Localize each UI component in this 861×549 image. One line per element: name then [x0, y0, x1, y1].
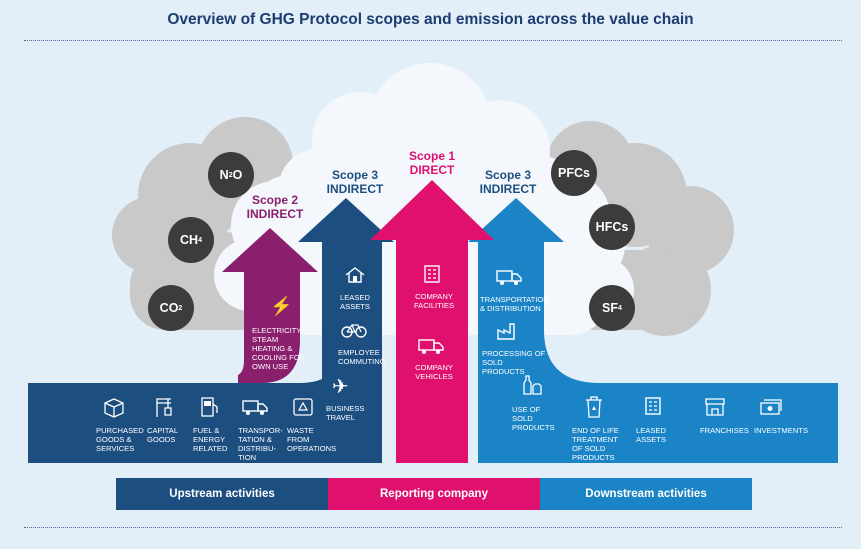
upstream-activities-bar: Upstream activities — [116, 478, 328, 510]
airplane-icon: ✈ — [332, 376, 349, 398]
crane-icon — [152, 396, 174, 423]
bottom-divider — [24, 527, 842, 528]
fuel-energy-label: FUEL & ENERGY RELATED — [193, 426, 228, 453]
house-icon — [344, 266, 366, 289]
lightning-icon: ⚡ — [270, 296, 293, 316]
recycle-bin-icon — [584, 395, 604, 424]
page-title: Overview of GHG Protocol scopes and emis… — [167, 11, 694, 28]
truck-icon — [418, 337, 444, 360]
scope2-item-label: ELECTRICITY STEAM HEATING & COOLING FOR … — [252, 326, 306, 371]
truck-icon — [242, 398, 268, 421]
business-travel-label: BUSINESS TRAVEL — [326, 404, 365, 422]
bottles-icon — [520, 374, 542, 401]
downstream-activities-bar: Downstream activities — [540, 478, 752, 510]
truck-icon — [496, 268, 522, 291]
money-icon — [759, 397, 783, 422]
scope3-upstream-arrow — [280, 198, 394, 463]
factory-icon — [496, 321, 518, 346]
storefront-icon — [704, 397, 726, 422]
leased-assets-downstream-label: LEASED ASSETS — [636, 426, 666, 444]
top-divider — [24, 40, 842, 41]
recycle-icon — [292, 396, 314, 423]
pfcs-gas-badge: PFCs — [551, 150, 597, 196]
transportation-upstream-label: TRANSPOR-TATION & DISTRIBU-TION — [238, 426, 283, 462]
processing-sold-products-label: PROCESSING OF SOLD PRODUCTS — [482, 349, 546, 376]
leased-assets-upstream-label: LEASED ASSETS — [340, 293, 370, 311]
hfcs-gas-badge: HFCs — [589, 204, 635, 250]
reporting-company-bar: Reporting company — [328, 478, 540, 510]
waste-from-operations-label: WASTE FROM OPERATIONS — [287, 426, 337, 453]
franchises-label: FRANCHISES — [700, 426, 749, 435]
use-of-sold-products-label: USE OF SOLD PRODUCTS — [512, 405, 555, 432]
company-facilities-label: COMPANY FACILITIES — [413, 292, 455, 310]
bicycle-icon — [341, 322, 367, 343]
scope1-arrow — [370, 180, 494, 463]
building-icon — [643, 396, 663, 421]
company-vehicles-label: COMPANY VEHICLES — [415, 363, 453, 381]
scope3-downstream-arrow — [468, 198, 838, 463]
capital-goods-label: CAPITAL GOODS — [147, 426, 178, 444]
transportation-distribution-downstream-label: TRANSPORTATION & DISTRIBUTION — [480, 295, 549, 313]
purchased-goods-label: PURCHASED GOODS & SERVICES — [96, 426, 144, 453]
end-of-life-treatment-label: END OF LIFE TREATMENT OF SOLD PRODUCTS — [572, 426, 619, 462]
scope2-arrow — [222, 228, 318, 383]
employee-commuting-label: EMPLOYEE COMMUTING — [338, 348, 386, 366]
fuel-pump-icon — [200, 396, 220, 423]
investments-label: INVESTMENTS — [754, 426, 809, 435]
box-icon — [103, 396, 125, 423]
building-icon — [422, 264, 442, 289]
